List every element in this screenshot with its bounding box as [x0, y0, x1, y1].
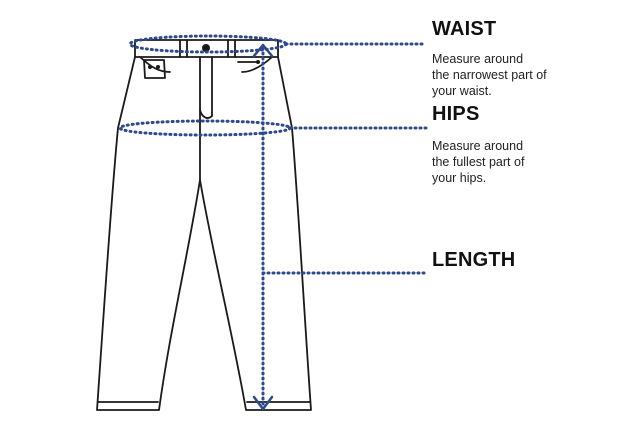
waist-description: Measure around the narrowest part of you…: [432, 52, 547, 98]
front-pocket-left: [139, 56, 171, 73]
rivet-icon: [256, 60, 260, 64]
belt-loop-left: [179, 39, 188, 58]
front-pocket-right: [241, 56, 273, 73]
jeans-drawing: [96, 39, 312, 411]
belt-loop-right: [227, 39, 236, 58]
rivet-icon: [156, 65, 160, 69]
fly-stitch: [199, 56, 213, 119]
jeans-silhouette: [96, 56, 312, 411]
waist-heading: WAIST: [432, 18, 497, 40]
length-heading: LENGTH: [432, 249, 516, 271]
coin-pocket: [143, 59, 166, 79]
button-icon: [202, 44, 210, 52]
arrow-down-icon: [252, 395, 274, 411]
measure-lines: [118, 34, 428, 406]
rivet-icon: [148, 65, 152, 69]
arrow-up-icon: [252, 43, 274, 58]
hips-heading: HIPS: [432, 103, 480, 125]
hips-description: Measure around the fullest part of your …: [432, 139, 525, 185]
